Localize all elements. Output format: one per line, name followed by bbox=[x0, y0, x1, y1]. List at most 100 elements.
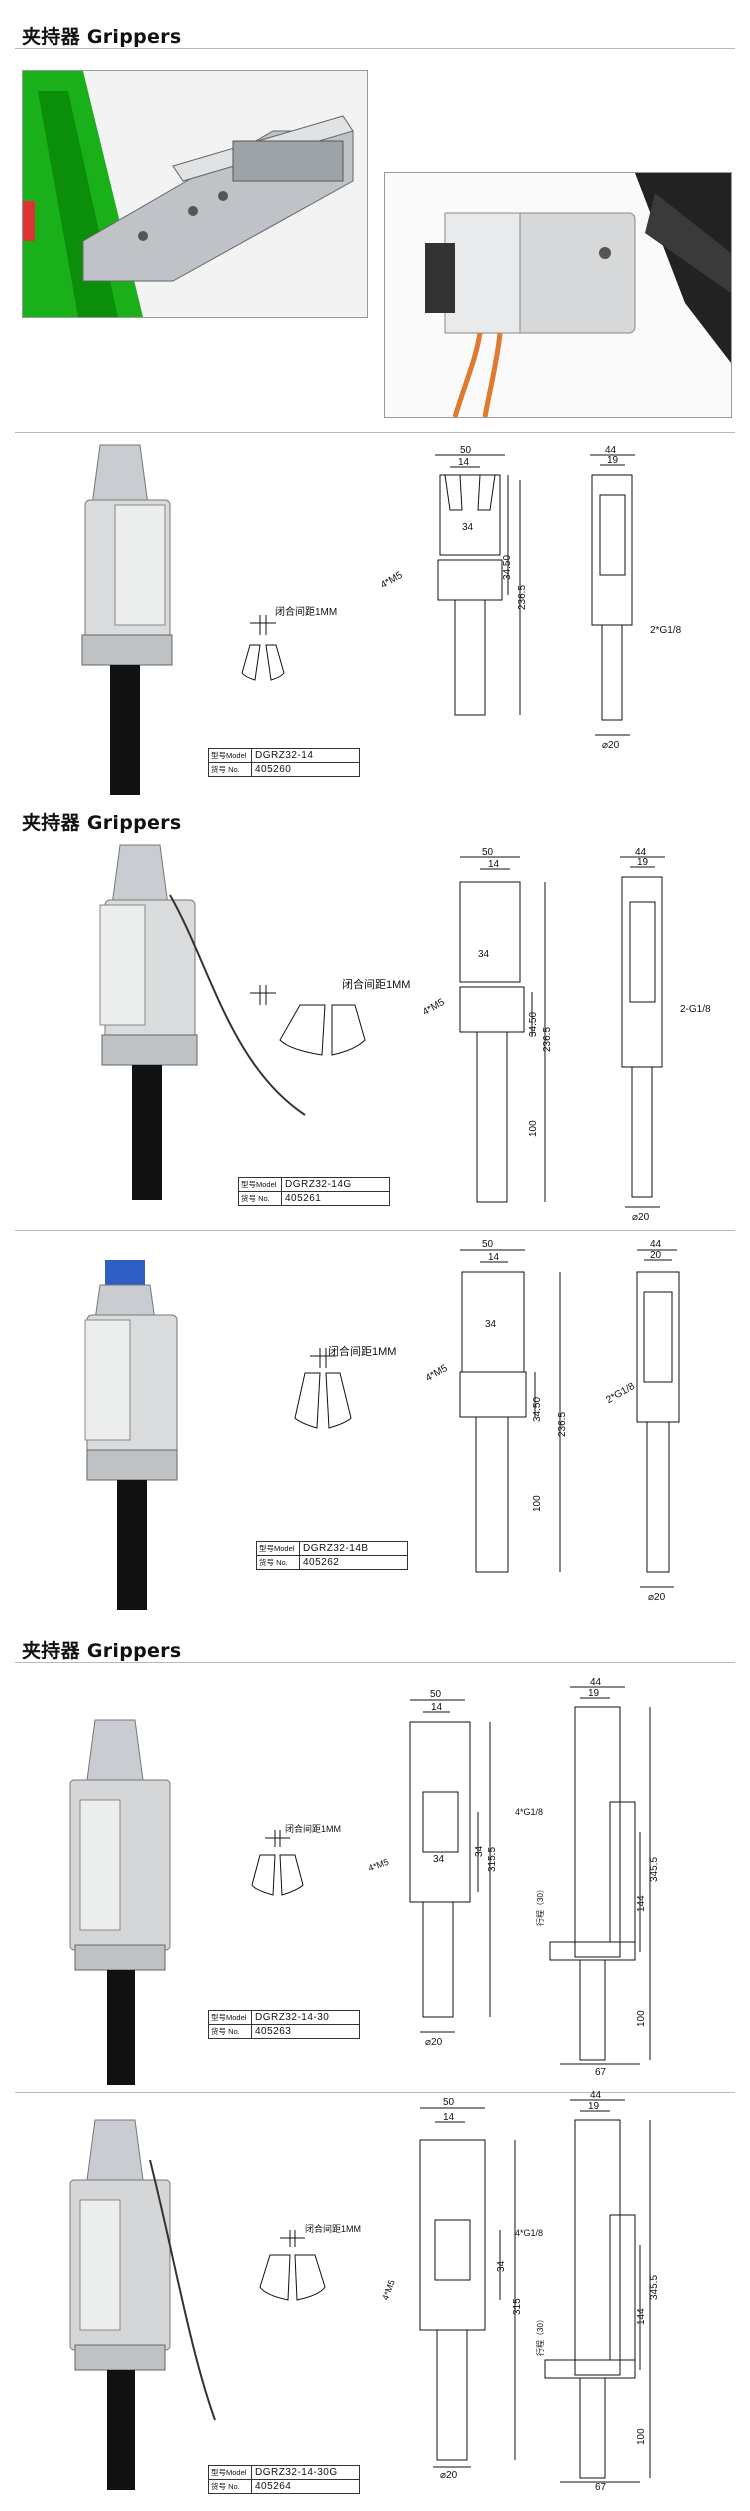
part-number: 405260 bbox=[255, 764, 292, 775]
front-view-drawing-3: 50 14 34 236.5 34.50 100 bbox=[459, 1239, 568, 1573]
product-photo-4 bbox=[69, 1719, 171, 2085]
dim-100: 100 bbox=[528, 1120, 539, 1137]
svg-text:236.5: 236.5 bbox=[557, 1412, 568, 1437]
svg-text:34.50: 34.50 bbox=[532, 1397, 543, 1422]
svg-text:345.5: 345.5 bbox=[649, 1857, 660, 1882]
dim-4m5-1: 4*M5 bbox=[378, 569, 405, 592]
model-value: DGRZ32-14 bbox=[255, 750, 314, 761]
dim-44: 44 bbox=[605, 445, 617, 456]
front-view-drawing-4: 50 14 34 315.5 34 ⌀20 bbox=[409, 1689, 498, 2048]
svg-text:44: 44 bbox=[590, 2090, 602, 2101]
svg-text:34: 34 bbox=[478, 949, 490, 960]
dim-g18-4: 4*G1/8 bbox=[515, 1807, 544, 1817]
svg-text:34: 34 bbox=[485, 1319, 497, 1330]
gap-label-5: 闭合间距1MM bbox=[305, 2224, 361, 2234]
side-view-drawing-4: 44 19 345.5 144 100 67 bbox=[549, 1677, 660, 2078]
dim-g18-1: 2*G1/8 bbox=[650, 625, 682, 636]
svg-text:44: 44 bbox=[650, 1239, 662, 1250]
svg-text:345.5: 345.5 bbox=[649, 2275, 660, 2300]
svg-text:20: 20 bbox=[650, 1250, 662, 1261]
svg-text:⌀20: ⌀20 bbox=[440, 2470, 458, 2481]
svg-text:50: 50 bbox=[482, 847, 494, 858]
svg-text:19: 19 bbox=[637, 857, 649, 868]
svg-text:236.5: 236.5 bbox=[542, 1027, 553, 1052]
side-view-drawing-3: 44 20 ⌀20 bbox=[636, 1239, 680, 1603]
svg-text:100: 100 bbox=[636, 2428, 647, 2445]
svg-text:⌀20: ⌀20 bbox=[632, 1212, 650, 1223]
svg-text:34.50: 34.50 bbox=[528, 1012, 539, 1037]
dim-g18-5: 4*G1/8 bbox=[515, 2228, 544, 2238]
dim-34-50: 34.50 bbox=[502, 555, 513, 580]
front-view-drawing-5: 50 14 315 34 ⌀20 bbox=[419, 2097, 523, 2481]
gripper-photo bbox=[384, 172, 732, 418]
svg-text:19: 19 bbox=[588, 2101, 600, 2112]
side-view-drawing-1: 44 19 ⌀20 bbox=[590, 445, 635, 751]
svg-text:⌀20: ⌀20 bbox=[425, 2037, 443, 2048]
svg-text:50: 50 bbox=[443, 2097, 455, 2108]
svg-text:50: 50 bbox=[430, 1689, 442, 1700]
svg-text:67: 67 bbox=[595, 2067, 607, 2078]
gap-figure-4 bbox=[251, 1830, 304, 1896]
divider bbox=[15, 1230, 735, 1231]
svg-text:144: 144 bbox=[636, 1895, 647, 1912]
dim-14: 14 bbox=[458, 457, 470, 468]
divider bbox=[15, 1662, 735, 1663]
svg-text:67: 67 bbox=[595, 2482, 607, 2493]
svg-text:100: 100 bbox=[636, 2010, 647, 2027]
stroke-label-5: 行程（30） bbox=[535, 2315, 545, 2356]
dim-g18-2: 2-G1/8 bbox=[680, 1004, 711, 1015]
svg-text:14: 14 bbox=[431, 1702, 443, 1713]
product-photo-3 bbox=[84, 1260, 178, 1610]
svg-text:34: 34 bbox=[433, 1854, 445, 1865]
gap-figure-1 bbox=[241, 615, 285, 681]
side-view-drawing-5: 44 19 345.5 144 100 67 bbox=[544, 2090, 660, 2493]
svg-text:19: 19 bbox=[588, 1688, 600, 1699]
side-view-drawing-2: 44 19 ⌀20 bbox=[620, 847, 665, 1223]
dim-d20: ⌀20 bbox=[602, 740, 620, 751]
dim-4m5-5: 4*M5 bbox=[380, 2278, 397, 2302]
svg-text:44: 44 bbox=[590, 1677, 602, 1688]
dim-34: 34 bbox=[462, 522, 474, 533]
dim-50: 50 bbox=[460, 445, 472, 456]
svg-text:50: 50 bbox=[482, 1239, 494, 1250]
gap-label-1: 闭合间距1MM bbox=[275, 607, 338, 618]
svg-text:14: 14 bbox=[488, 1252, 500, 1263]
divider bbox=[15, 432, 735, 433]
svg-text:⌀20: ⌀20 bbox=[648, 1592, 666, 1603]
dim-19: 19 bbox=[607, 455, 619, 466]
svg-text:44: 44 bbox=[635, 847, 647, 858]
dim-236-5: 236.5 bbox=[517, 585, 528, 610]
gap-label-4: 闭合间距1MM bbox=[285, 1824, 341, 1834]
svg-text:34: 34 bbox=[496, 2260, 507, 2272]
divider bbox=[15, 48, 735, 49]
svg-text:34: 34 bbox=[474, 1845, 485, 1857]
svg-text:14: 14 bbox=[443, 2112, 455, 2123]
section-heading-1: 夹持器 Grippers bbox=[22, 26, 182, 48]
svg-text:315: 315 bbox=[512, 2298, 523, 2315]
front-view-drawing-2: 50 14 34 236.5 34.50 100 bbox=[459, 847, 553, 1203]
svg-text:14: 14 bbox=[488, 859, 500, 870]
section-heading-3: 夹持器 Grippers bbox=[22, 1640, 182, 1662]
gap-figure-3 bbox=[294, 1348, 352, 1429]
svg-text:315.5: 315.5 bbox=[487, 1847, 498, 1872]
product-photo-2 bbox=[99, 844, 306, 1200]
svg-text:144: 144 bbox=[636, 2308, 647, 2325]
product-photo-5 bbox=[69, 2119, 216, 2490]
dim-4m5-4: 4*M5 bbox=[366, 1856, 391, 1874]
gap-figure-2 bbox=[250, 985, 366, 1056]
gap-label-3: 闭合间距1MM bbox=[328, 1346, 397, 1358]
front-view-drawing-1: 50 14 34 236.5 34.50 bbox=[435, 445, 528, 716]
gap-label-2: 闭合间距1MM bbox=[342, 979, 411, 991]
gap-figure-5 bbox=[259, 2230, 326, 2301]
stroke-label-4: 行程（30） bbox=[535, 1885, 545, 1926]
gripper-photo-illustration bbox=[425, 173, 731, 417]
cad-render-photo bbox=[22, 70, 368, 318]
cad-render-illustration bbox=[23, 71, 354, 317]
section-heading-2: 夹持器 Grippers bbox=[22, 812, 182, 834]
product-photo-1 bbox=[81, 444, 173, 795]
